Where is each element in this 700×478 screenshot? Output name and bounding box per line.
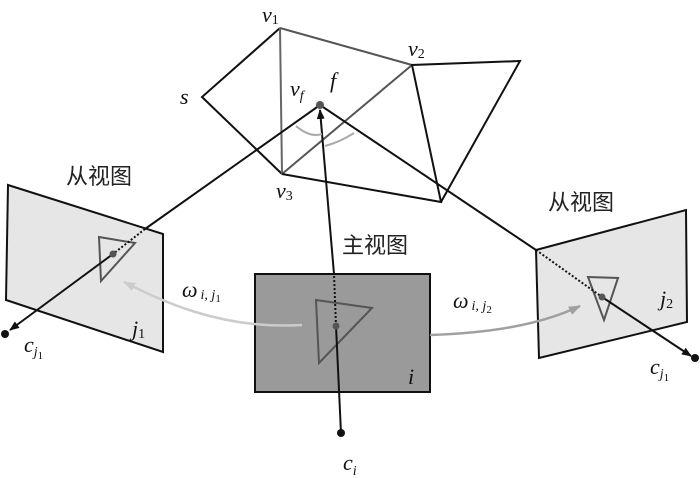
- weight-arrow-right: [429, 304, 581, 337]
- label-slave-view-right: 从视图: [548, 191, 614, 216]
- label-i: i: [408, 364, 414, 389]
- label-ci: ci: [343, 450, 357, 478]
- ray-left-dotted: [112, 228, 146, 255]
- projected-triangle-right: [586, 275, 620, 324]
- mesh-edge-v2-v3: [281, 64, 413, 175]
- point-main-projection: [332, 322, 340, 330]
- projected-triangle-left: [97, 235, 137, 284]
- mesh-edge-v1-v3: [279, 27, 283, 175]
- camera-center-ci: [337, 429, 345, 437]
- main-view-panel: [254, 273, 431, 393]
- point-left-projection: [109, 250, 117, 258]
- point-right-projection: [598, 293, 606, 301]
- label-slave-view-left: 从视图: [66, 165, 132, 190]
- label-main-view: 主视图: [342, 234, 408, 259]
- angle-arc-right: [324, 132, 355, 147]
- camera-center-cj1-right: [691, 354, 699, 362]
- label-cj1-left: cj1: [24, 332, 43, 362]
- label-f: f: [330, 68, 339, 93]
- label-s: s: [180, 84, 189, 109]
- label-v3: v3: [276, 178, 293, 204]
- ray-left-to-cj1: [9, 253, 114, 331]
- point-vf: [316, 101, 324, 109]
- rays: [9, 104, 692, 434]
- camera-center-cj1-left: [1, 330, 9, 338]
- label-j1: j1: [129, 316, 145, 342]
- ray-right-dotted: [535, 249, 603, 298]
- weight-arrow-left: [123, 280, 303, 327]
- mesh-edge-quad: [281, 59, 522, 204]
- slave-view-left-panel: [4, 183, 164, 354]
- label-v2: v2: [408, 36, 425, 62]
- angle-arc-left: [295, 125, 323, 136]
- ray-vf-to-left-panel: [144, 104, 321, 230]
- ray-vf-to-right-panel: [319, 104, 537, 251]
- ray-right-to-cj1: [601, 296, 692, 357]
- label-v1: v1: [262, 2, 279, 28]
- ray-main-dotted: [333, 273, 337, 327]
- projected-triangle-main: [314, 298, 375, 366]
- label-j2: j2: [657, 286, 673, 312]
- mesh-edge-v1-v2: [279, 27, 413, 66]
- ray-main-to-vf: [316, 109, 335, 275]
- surface-mesh: [200, 27, 522, 204]
- ray-ci-to-main: [335, 325, 342, 434]
- slave-view-right-panel: [534, 208, 689, 360]
- label-cj1-right: cj1: [650, 354, 669, 384]
- mesh-edge-outer-left: [200, 27, 283, 175]
- label-vf: vf: [290, 76, 306, 104]
